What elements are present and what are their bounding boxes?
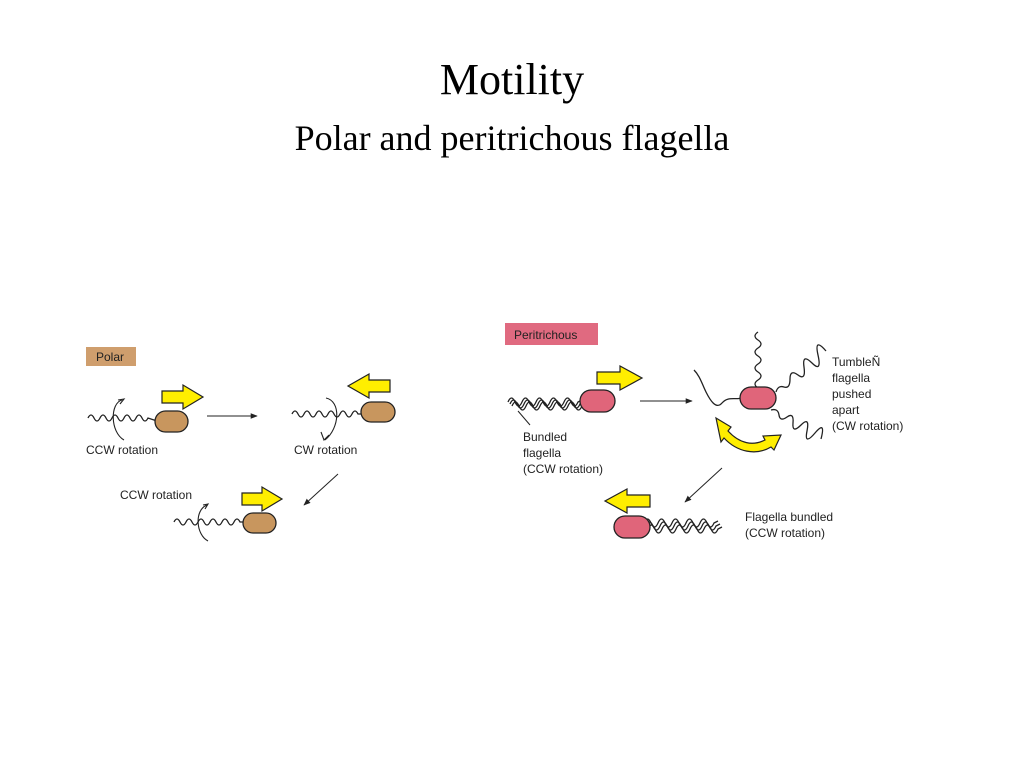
polar-step3-caption: CCW rotation (120, 488, 192, 502)
tumble-caption: TumbleÑ flagella pushed apart (CW rotati… (832, 355, 903, 433)
rotation-arrow-icon (324, 397, 338, 441)
peritrichous-cell-3 (613, 515, 651, 539)
polar-label: Polar (96, 350, 124, 364)
swim-direction-left-arrow-icon (603, 487, 651, 515)
peritrichous-step1: Bundled flagella (CCW rotation) (507, 364, 644, 476)
rotation-arrow-icon (112, 399, 125, 441)
bundled-caption: Bundled flagella (CCW rotation) (523, 430, 603, 476)
polar-panel: Polar CCW rotation CW rotation CCW rotat… (86, 347, 396, 542)
page-subtitle: Polar and peritrichous flagella (294, 118, 730, 158)
tumble-flagellum-upper-right (775, 344, 827, 393)
polar-cell-3 (242, 512, 277, 534)
polar-cell-1 (154, 410, 189, 433)
polar-step1-caption: CCW rotation (86, 443, 158, 457)
bundled-flagellum-b (509, 399, 585, 409)
peritrichous-panel: Peritrichous Bundled flagella (CCW rotat… (505, 323, 903, 540)
peritrichous-transition-arrow-2 (684, 467, 723, 503)
peritrichous-label: Peritrichous (514, 328, 577, 342)
bundled-callout-line (517, 410, 531, 426)
polar-step3: CCW rotation (120, 485, 284, 542)
polar-flagellum-1 (87, 414, 158, 422)
polar-flagellum-2 (291, 410, 362, 418)
bundled-flagellum-c (511, 401, 587, 411)
tumble-flagellum-left (693, 369, 743, 406)
polar-step2-caption: CW rotation (294, 443, 357, 457)
swim-direction-right-arrow-icon (241, 485, 284, 513)
peritrichous-label-box (505, 323, 598, 345)
tumble-flagellum-lower-right (770, 408, 824, 440)
polar-cell-2 (360, 401, 396, 423)
polar-step2: CW rotation (291, 372, 396, 457)
swim-direction-right-arrow-icon (596, 364, 644, 392)
tumble-curved-double-arrow-icon (715, 416, 782, 453)
peritrichous-cell-1 (579, 389, 616, 413)
swim-direction-right-arrow-icon (161, 383, 205, 411)
peritrichous-step2: TumbleÑ flagella pushed apart (CW rotati… (693, 331, 903, 453)
polar-step1: CCW rotation (86, 383, 205, 457)
swim-direction-left-arrow-icon (346, 372, 391, 400)
polar-transition-arrow-2 (303, 473, 339, 506)
peritrichous-cell-2 (739, 386, 777, 410)
polar-flagellum-3 (173, 518, 246, 526)
rotation-arrow-icon (197, 504, 209, 542)
page-title: Motility (439, 55, 585, 104)
peritrichous-step3: Flagella bundled (CCW rotation) (603, 487, 836, 540)
tumble-flagellum-top (754, 331, 762, 389)
bundled-again-caption: Flagella bundled (CCW rotation) (745, 510, 836, 540)
bundled-flagellum-f (647, 524, 723, 534)
polar-label-box (86, 347, 136, 366)
